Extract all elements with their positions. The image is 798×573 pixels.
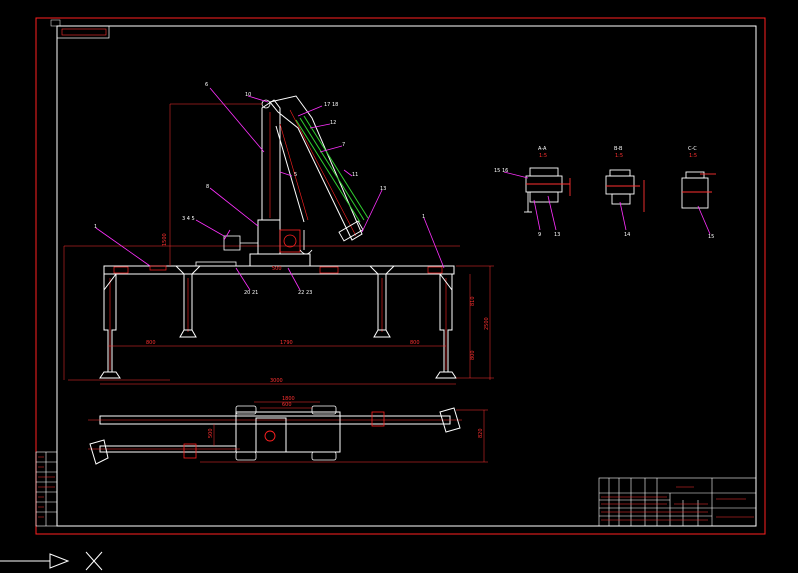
view-label-a-a: A-A [538,146,547,152]
reference-box-fill [61,28,107,36]
section-views: A-A 1:5 15 16 9 13 B-B 1:5 14 C-C 1:5 15 [494,146,716,240]
plan-dimensions [200,401,488,463]
part-8: 8 [206,184,209,190]
beam-block-2 [427,266,443,274]
part-11: 11 [352,172,358,178]
dim-600: 600 [282,402,292,408]
dim-810: 810 [470,296,476,306]
part-1-right: 1 [422,214,425,220]
left-inner-foot [179,329,197,338]
hydraulic-cylinder [295,115,369,223]
dim-1790: 1790 [280,340,293,346]
part-6: 6 [205,82,208,88]
turret-base [249,253,311,267]
title-block-text [601,486,754,521]
section-c-c [681,171,716,209]
title-block [598,477,757,527]
plan-center-block [255,417,287,453]
beam-block-4 [149,265,167,271]
part-12: 12 [330,120,336,126]
dim-820: 820 [478,428,484,438]
beam-block-1 [113,266,129,274]
view-scale-b: 1:5 [615,153,623,159]
dim-1800: 1800 [282,396,295,402]
dim-1500: 1500 [162,233,168,246]
plan-left-clamp [183,443,197,459]
plan-pad-2 [311,405,337,415]
section-a-a [524,167,571,213]
crane-boom [269,95,363,241]
part-5: 5 [294,172,297,178]
plan-frame [235,411,341,453]
part-13: 13 [380,186,386,192]
rotary-gear [279,229,301,253]
view-scale-a: 1:5 [539,153,547,159]
beam-block-3 [319,266,339,274]
part-1-left: 1 [94,224,97,230]
left-outer-foot [99,371,121,379]
left-margin-table-text [38,456,55,518]
plan-pad-4 [311,451,337,461]
callout-15-16: 15 16 [494,168,508,174]
front-elevation: 1500 800 1790 800 3000 810 800 2500 500 [63,82,494,385]
part-7: 7 [342,142,345,148]
callout-22-23: 22 23 [298,290,312,296]
outrigger-pad [195,261,237,267]
part-13-section: 13 [554,232,560,238]
dim-3000: 3000 [270,378,283,384]
crane-mast [261,99,281,220]
right-outer-foot [435,371,457,379]
part-10: 10 [245,92,251,98]
front-dimensions [63,103,494,385]
part-14: 14 [624,232,630,238]
hook-assembly [299,220,364,255]
plan-left-end [89,439,109,465]
plan-right-end [439,407,461,433]
left-margin-table [35,451,58,527]
sheet-border [35,17,766,535]
luffing-cylinder [275,125,305,223]
plan-pad-3 [235,451,257,461]
view-scale-c: 1:5 [689,153,697,159]
plan-right-clamp [371,411,385,427]
view-label-c-c: C-C [688,146,697,152]
plan-arm-left [99,445,237,453]
dim-800-right: 800 [410,340,420,346]
right-inner-foot [373,329,391,338]
dim-500-plan: 500 [208,428,214,438]
turret-body [257,219,281,255]
part-9: 9 [538,232,541,238]
dim-2500: 2500 [484,317,490,330]
plan-pad-1 [235,405,257,415]
drawing-frame [56,25,757,527]
callout-3-4-5: 3 4 5 [182,216,195,222]
ucs-icon [0,551,103,571]
callout-17-18: 17 18 [324,102,338,108]
plan-pivot [264,430,276,442]
control-box [223,235,241,251]
leader-lines [95,87,445,291]
view-label-b-b: B-B [614,146,623,152]
plan-view: 1800 600 820 500 [88,396,488,465]
reference-box [56,25,110,39]
dim-800-left: 800 [146,340,156,346]
corner-mark [50,19,61,27]
callout-20-21: 20 21 [244,290,258,296]
part-15: 15 [708,234,714,240]
gear-circle [283,234,297,248]
section-b-b [605,169,645,212]
dim-500-small: 500 [272,266,282,272]
dim-800-vert: 800 [470,350,476,360]
